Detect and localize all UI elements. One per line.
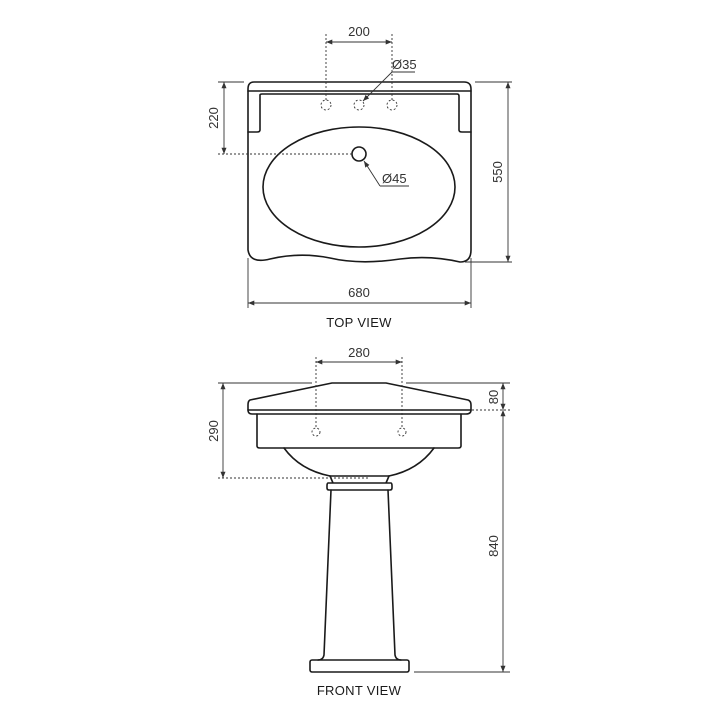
dim-front-tap-spacing: 280: [348, 345, 370, 360]
basin-bowl-underside: [283, 447, 435, 477]
pedestal-base: [309, 659, 410, 673]
basin-shelf: [247, 90, 472, 133]
tap-hole-center: [353, 99, 365, 111]
dim-waste-hole: Ø45: [382, 171, 407, 186]
dim-rim-height: 80: [486, 390, 501, 404]
dim-tap-spacing: 200: [348, 24, 370, 39]
tap-hole-right-front: [397, 427, 407, 437]
dim-basin-height: 290: [206, 420, 221, 442]
dim-overall-height: 840: [486, 535, 501, 557]
dim-tap-to-waste: 220: [206, 107, 221, 129]
dim-tap-hole: Ø35: [392, 57, 417, 72]
bowl-outline: [262, 126, 456, 248]
tap-hole-right: [386, 99, 398, 111]
pedestal-column: [317, 489, 402, 661]
basin-top-outline: [247, 81, 472, 263]
tap-hole-left-front: [311, 427, 321, 437]
front-view-label: FRONT VIEW: [317, 683, 402, 698]
waste-hole: [351, 146, 367, 162]
basin-apron: [256, 413, 462, 449]
top-view: 200 Ø35 220 Ø45 550 680 TOP VIEW: [206, 24, 512, 330]
top-view-label: TOP VIEW: [326, 315, 392, 330]
front-view: 280 290 80 840 FRONT VIEW: [206, 345, 510, 698]
dim-width: 680: [348, 285, 370, 300]
basin-rim: [247, 382, 472, 415]
dim-depth: 550: [490, 161, 505, 183]
tap-hole-left: [320, 99, 332, 111]
pedestal-collar: [326, 475, 393, 491]
